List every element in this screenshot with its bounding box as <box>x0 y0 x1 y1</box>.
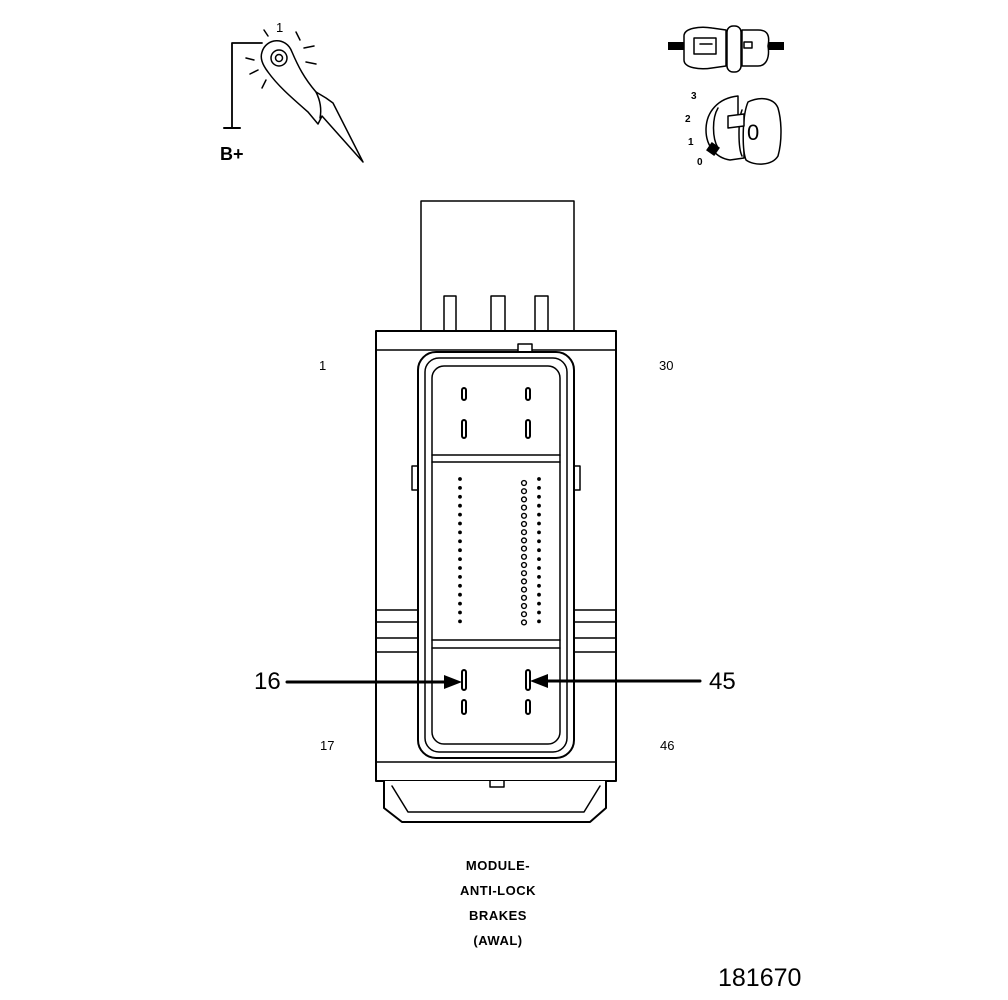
caption-line-2: ANTI-LOCK <box>460 883 536 898</box>
signal-pin <box>458 557 462 561</box>
callout-right-label: 45 <box>709 668 736 695</box>
signal-pin <box>520 611 528 618</box>
module-caption: MODULE- ANTI-LOCK BRAKES (AWAL) <box>398 853 598 953</box>
signal-pin <box>537 575 541 579</box>
signal-pin <box>458 575 462 579</box>
signal-pin <box>520 537 528 544</box>
signal-pin <box>458 512 462 517</box>
figure-number: 181670 <box>718 964 802 992</box>
signal-pin <box>458 601 462 606</box>
signal-pin <box>520 512 528 519</box>
large-pins-lower <box>461 669 531 715</box>
caption-line-1: MODULE- <box>465 858 531 873</box>
signal-pin <box>458 503 462 508</box>
signal-pin <box>537 592 541 597</box>
signal-pin <box>537 619 541 624</box>
pin-label-bottom-left: 17 <box>320 738 335 753</box>
signal-pin <box>537 477 541 481</box>
signal-pin <box>458 619 462 624</box>
caption-line-4: (AWAL) <box>473 933 523 948</box>
caption-line-3: BRAKES <box>469 908 527 923</box>
signal-pin <box>520 529 528 536</box>
signal-pin <box>458 583 462 588</box>
signal-pin <box>520 619 528 626</box>
signal-pin <box>520 586 528 593</box>
signal-pin <box>520 602 528 610</box>
signal-pin <box>537 539 541 544</box>
pin-label-bottom-right: 46 <box>660 738 675 753</box>
signal-pin <box>537 566 541 570</box>
abs-module-connector <box>375 200 617 823</box>
signal-pin <box>458 592 462 597</box>
signal-pin <box>458 566 462 570</box>
signal-pin <box>458 539 462 544</box>
signal-pin <box>537 530 541 535</box>
signal-pin <box>537 548 541 553</box>
supply-label: B+ <box>220 144 244 164</box>
signal-pin <box>537 503 541 508</box>
key-position-0: 0 <box>697 157 703 168</box>
signal-pin <box>520 578 528 585</box>
signal-pin <box>520 594 528 601</box>
signal-pin <box>458 521 462 526</box>
signal-pin <box>458 610 462 615</box>
signal-pin <box>520 479 528 487</box>
signal-pin <box>537 583 541 588</box>
signal-pin <box>537 521 541 526</box>
signal-pin <box>458 548 462 553</box>
signal-pin <box>520 520 528 528</box>
signal-pin <box>458 530 462 535</box>
ignition-switch-icon <box>668 25 784 165</box>
signal-pin <box>458 494 462 499</box>
callout-arrow-left <box>285 675 462 689</box>
signal-pin <box>537 610 541 615</box>
signal-pin <box>520 553 528 560</box>
key-glyph: 0 <box>747 120 760 145</box>
key-position-1: 1 <box>688 137 694 148</box>
large-pins-upper <box>461 387 531 439</box>
signal-pin <box>537 494 541 499</box>
signal-pin <box>537 512 541 517</box>
callout-arrow-right <box>530 674 702 688</box>
signal-pin <box>520 496 528 503</box>
signal-pin <box>537 601 541 606</box>
signal-pin <box>458 477 462 481</box>
test-light-probe-icon <box>223 29 364 163</box>
pin-label-top-right: 30 <box>659 358 674 373</box>
signal-pin <box>520 545 528 552</box>
signal-pin <box>537 557 541 561</box>
key-position-3: 3 <box>691 91 697 102</box>
small-pin-array <box>458 477 541 626</box>
signal-pin <box>520 561 528 569</box>
signal-pin <box>520 570 528 577</box>
signal-pin <box>458 486 462 490</box>
callout-left-label: 16 <box>254 668 281 695</box>
signal-pin <box>520 504 528 511</box>
pin-label-top-left: 1 <box>319 358 327 373</box>
signal-pin <box>537 486 541 490</box>
signal-pin <box>520 488 528 495</box>
probe-pin-label: 1 <box>276 20 284 35</box>
key-position-2: 2 <box>685 114 691 125</box>
